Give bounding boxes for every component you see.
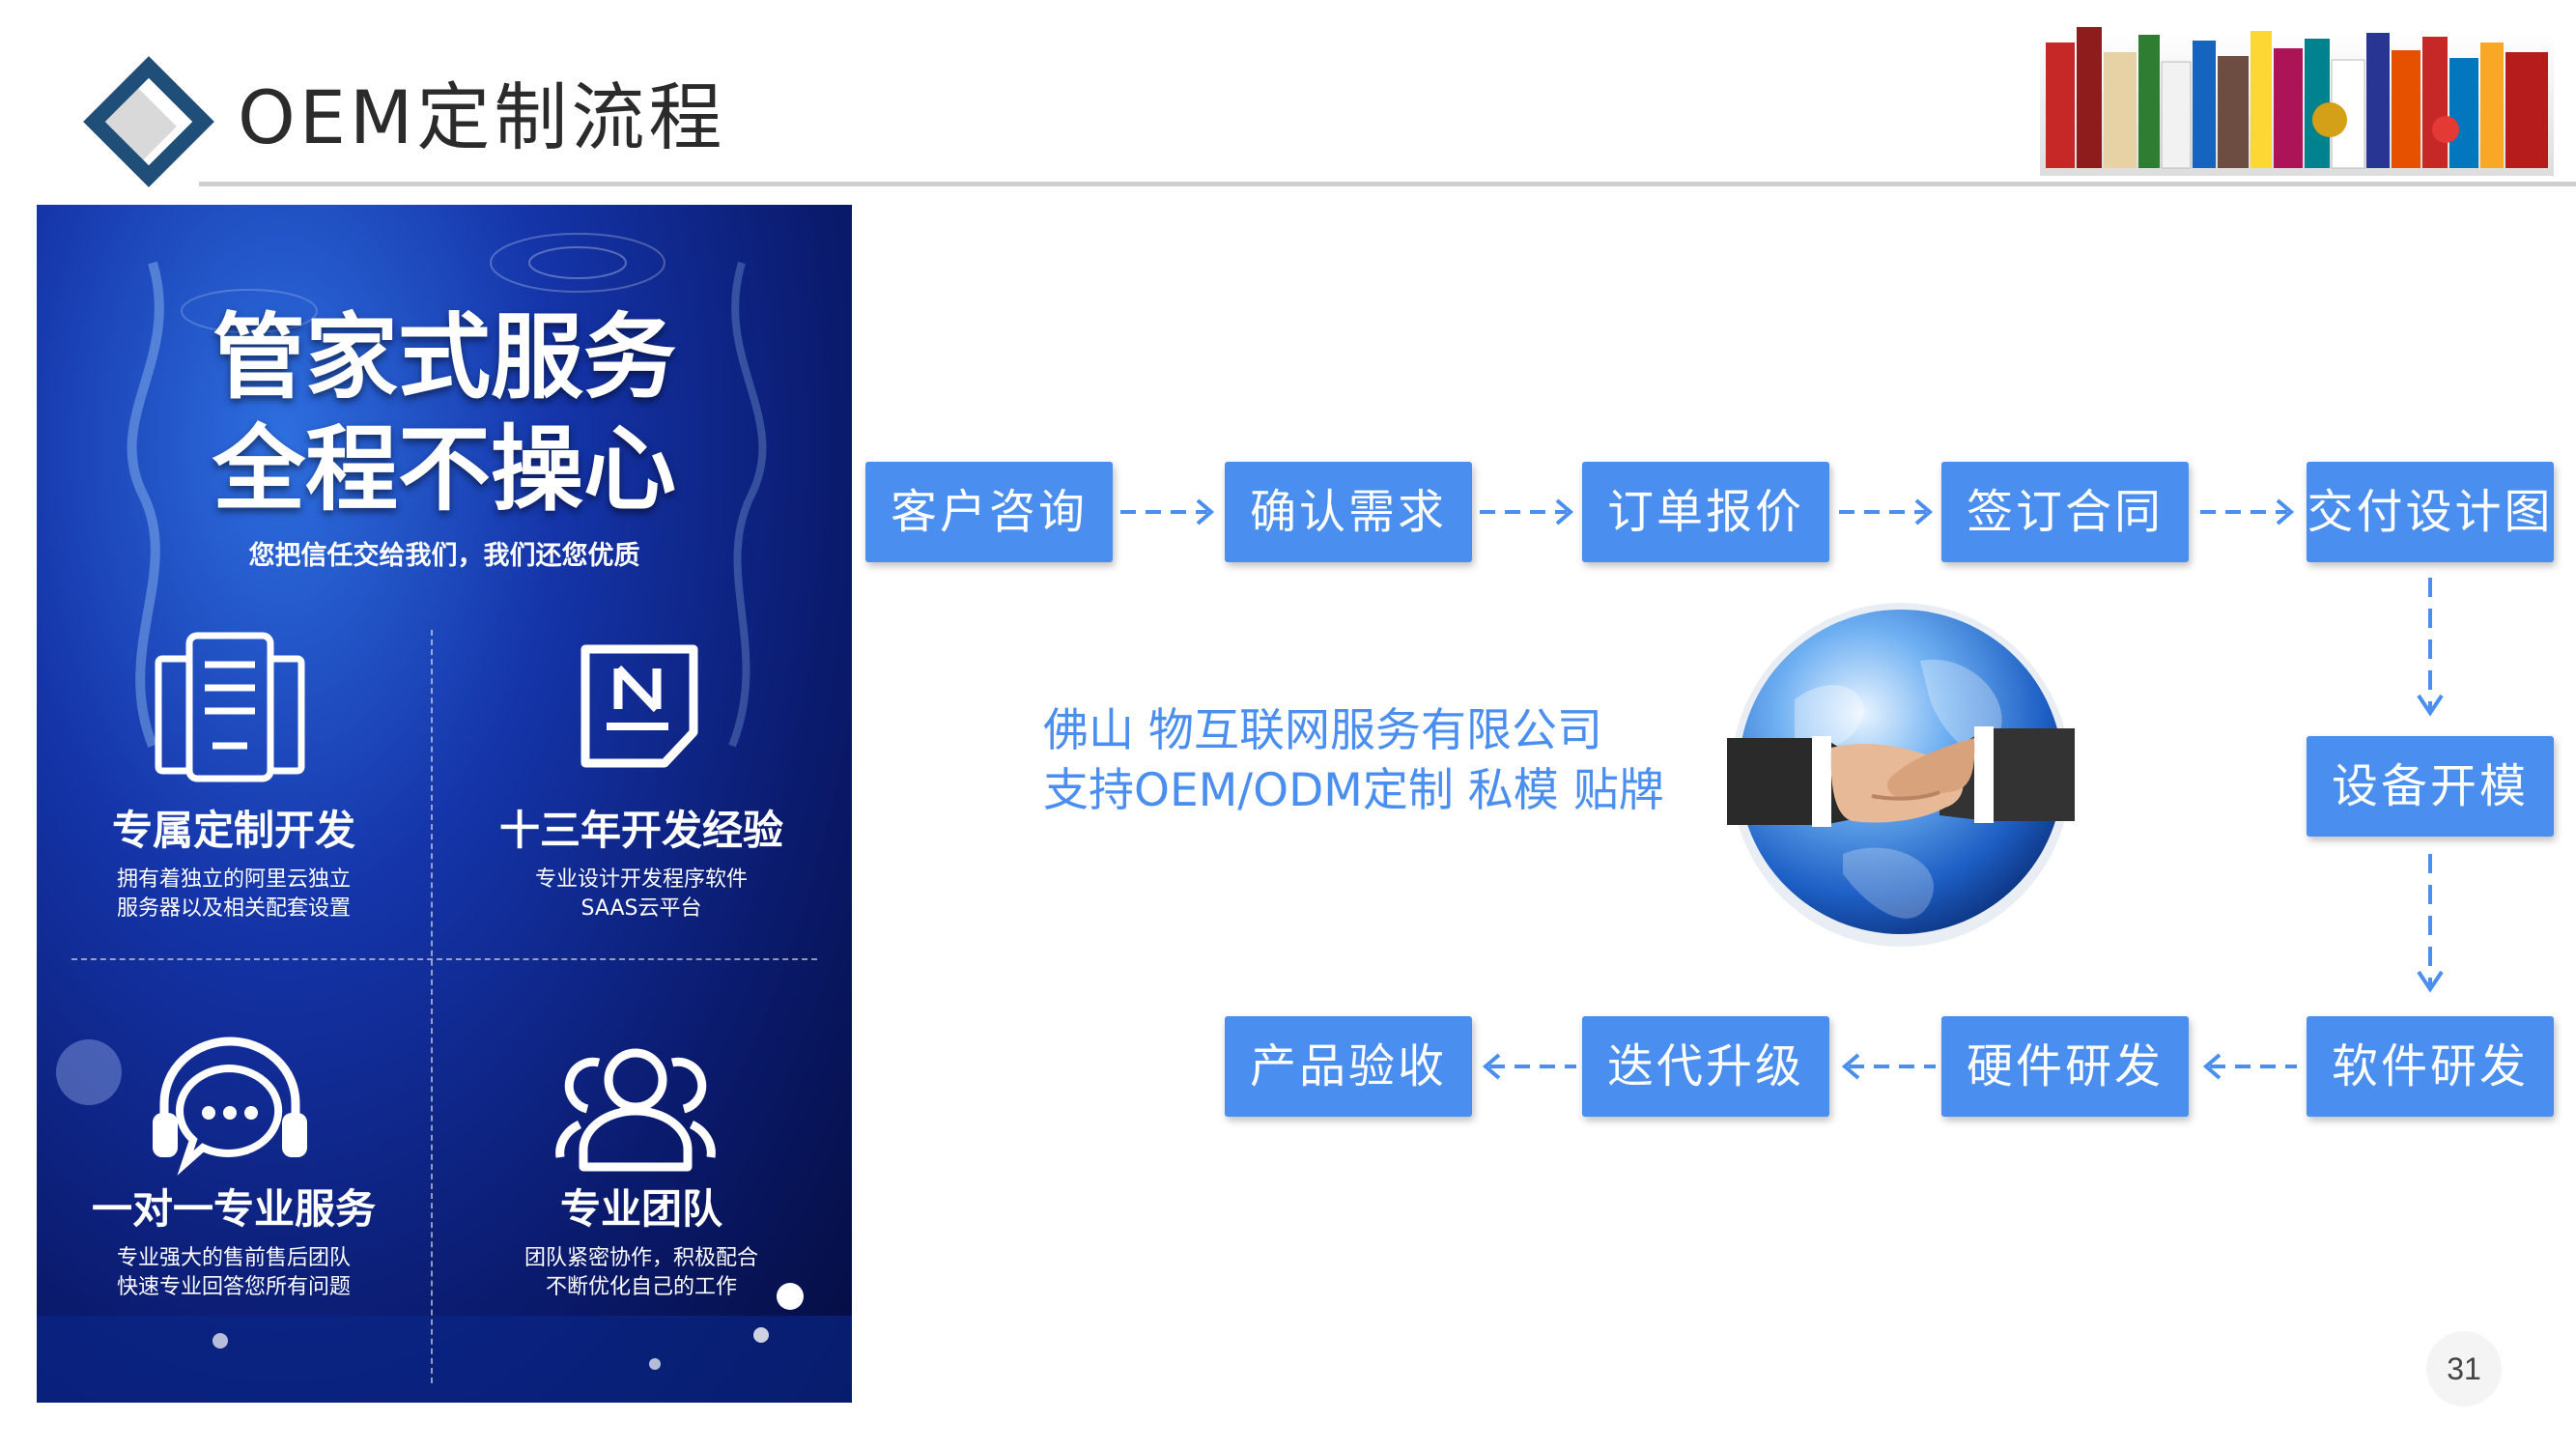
feature-desc: 拥有着独立的阿里云独立	[116, 867, 351, 892]
arrow-right-icon	[1480, 498, 1574, 526]
poster-headline-1: 管家式服务	[212, 303, 676, 412]
promo-poster: 管家式服务 全程不操心 您把信任交给我们，我们还您优质 专属定制开发 拥有着独立…	[37, 205, 852, 1403]
feature-desc: 快速专业回答您所有问题	[116, 1275, 351, 1299]
feature-desc: 专业设计开发程序软件	[534, 867, 748, 892]
feature-desc: 团队紧密协作，积极配合	[524, 1246, 758, 1270]
page-number: 31	[2426, 1331, 2502, 1406]
step-software-dev: 软件研发	[2307, 1016, 2554, 1117]
header-divider	[199, 182, 2576, 186]
step-confirm-requirements: 确认需求	[1225, 462, 1472, 562]
feature-desc: 专业强大的售前售后团队	[116, 1246, 351, 1270]
step-sign-contract: 签订合同	[1941, 462, 2189, 562]
company-name: 佛山 物互联网服务有限公司	[1043, 704, 1602, 757]
arrow-left-icon	[2202, 1053, 2297, 1080]
handshake-globe-image	[1727, 603, 2075, 947]
arrow-right-icon	[1120, 498, 1215, 526]
feature-title: 专属定制开发	[111, 807, 355, 854]
poster-horizontal-divider	[71, 958, 817, 960]
arrow-left-icon	[1482, 1053, 1576, 1080]
n-document-icon	[580, 644, 698, 768]
feature-title: 十三年开发经验	[498, 807, 783, 854]
feature-title: 一对一专业服务	[91, 1185, 376, 1233]
step-deliver-design: 交付设计图	[2307, 462, 2554, 562]
arrow-right-icon	[2200, 498, 2295, 526]
step-hardware-dev: 硬件研发	[1941, 1016, 2189, 1117]
company-tagline: 支持OEM/ODM定制 私模 贴牌	[1043, 764, 1664, 817]
team-icon	[555, 1048, 716, 1172]
step-product-acceptance: 产品验收	[1225, 1016, 1472, 1117]
arrow-right-icon	[1839, 498, 1934, 526]
step-order-quote: 订单报价	[1582, 462, 1829, 562]
page-title: OEM定制流程	[238, 74, 726, 160]
server-icon	[155, 632, 305, 782]
poster-subtitle: 您把信任交给我们，我们还您优质	[248, 541, 640, 571]
feature-desc: 不断优化自己的工作	[545, 1275, 737, 1299]
product-boxes-image	[2040, 27, 2554, 176]
diamond-logo-icon	[83, 56, 214, 187]
arrow-down-icon	[2417, 854, 2444, 993]
feature-title: 专业团队	[559, 1185, 722, 1233]
feature-desc: SAAS云平台	[580, 896, 702, 921]
step-mold-opening: 设备开模	[2307, 736, 2554, 837]
step-customer-inquiry: 客户咨询	[865, 462, 1113, 562]
arrow-left-icon	[1841, 1053, 1936, 1080]
headset-chat-icon	[153, 1037, 307, 1176]
step-iteration-upgrade: 迭代升级	[1582, 1016, 1829, 1117]
poster-headline-2: 全程不操心	[212, 415, 676, 524]
feature-desc: 服务器以及相关配套设置	[116, 896, 351, 921]
poster-vertical-divider	[431, 630, 433, 1383]
poster-background-decoration	[37, 233, 852, 1403]
arrow-down-icon	[2417, 578, 2444, 717]
